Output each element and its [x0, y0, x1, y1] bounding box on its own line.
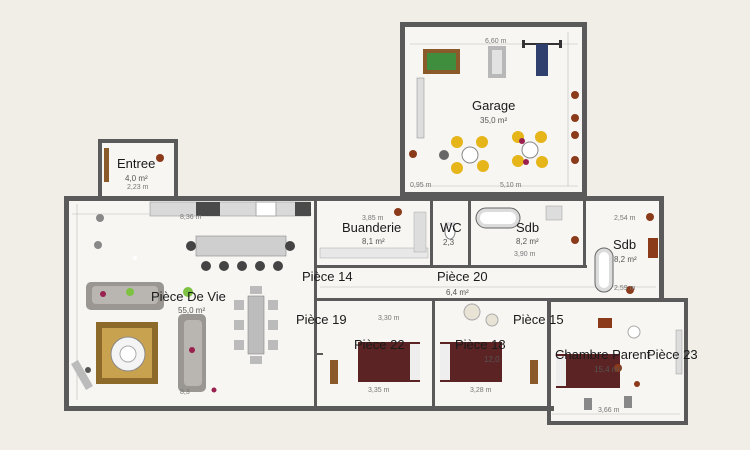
room-name-piece-23: Pièce 23 [647, 347, 698, 362]
room-name-piece-20: Pièce 20 [437, 269, 488, 284]
room-name-chambre-parent: Chambre Parent [555, 347, 651, 362]
room-name-piece-18: Pièce 18 [455, 337, 506, 352]
dim-piece-de-vie-top: 8,36 m [180, 214, 202, 221]
sofa-icon [86, 282, 164, 310]
dim-piece-18: 3,28 m [470, 387, 492, 394]
bed-icon [556, 354, 620, 388]
weight-bench-icon [488, 46, 506, 78]
bed-icon [440, 342, 502, 382]
bathtub-icon [594, 247, 614, 293]
room-name-piece-de-vie: Pièce De Vie [151, 289, 226, 304]
toilet-icon [444, 222, 456, 240]
room-area-piece-20: 6,4 m² [446, 288, 469, 297]
room-name-garage: Garage [472, 98, 515, 113]
room-area-garage: 35,0 m² [480, 116, 507, 125]
dim-garage-top: 6,60 m [485, 38, 507, 45]
room-name-piece-22: Pièce 22 [354, 337, 405, 352]
entree-furniture [104, 148, 164, 182]
room-area-piece-18: 12,0 [484, 355, 500, 364]
dim-entree: 2,23 m [127, 184, 149, 191]
room-name-sdb-1: Sdb [516, 220, 539, 235]
room-area-wc: 2,3 [443, 238, 455, 247]
room-name-piece-15: Pièce 15 [513, 312, 564, 327]
shelf-icon [416, 77, 425, 139]
dining-table-icon [234, 286, 278, 364]
dim-piece-19: 3,30 m [378, 315, 400, 322]
room-area-buanderie: 8,1 m² [362, 237, 385, 246]
dim-piece-22: 3,35 m [368, 387, 390, 394]
room-name-buanderie: Buanderie [342, 220, 401, 235]
dim-garage-bottom-left: 0,95 m [410, 182, 432, 189]
dim-sdb-2-bottom: 2,59 m [614, 285, 636, 292]
garage-furniture [409, 40, 579, 174]
walls [64, 22, 688, 425]
rug-icon [96, 322, 158, 384]
round-table-icon [461, 146, 479, 164]
room-name-entree: Entree [117, 156, 155, 171]
dim-piece-de-vie-bottom: 8,3 [180, 389, 190, 396]
room-name-wc: WC [440, 220, 462, 235]
room-area-chambre-parent: 15,4 m² [594, 365, 621, 374]
dim-sdb-2-top: 2,54 m [614, 215, 636, 222]
room-labels: Entree 4,0 m² 2,23 m Garage 35,0 m² 6,60… [117, 38, 698, 414]
room-area-sdb-1: 8,2 m² [516, 237, 539, 246]
service-furniture [319, 205, 658, 294]
room-name-sdb-2: Sdb [613, 237, 636, 252]
round-table-icon [521, 141, 539, 159]
dim-buanderie-top: 3,85 m [362, 215, 384, 222]
kitchen-counter [149, 201, 311, 217]
bathtub-icon [475, 207, 521, 229]
sofa-icon [178, 314, 206, 392]
dining-table-icon [186, 235, 295, 271]
pool-table-icon [423, 49, 460, 74]
dim-sdb-1: 3,90 m [514, 251, 536, 258]
room-area-piece-de-vie: 55,0 m² [178, 306, 205, 315]
room-area-entree: 4,0 m² [125, 174, 148, 183]
room-area-sdb-2: 8,2 m² [614, 255, 637, 264]
bedroom-furniture [330, 303, 683, 410]
dim-garage-bottom: 5,10 m [500, 182, 522, 189]
room-name-piece-14: Pièce 14 [302, 269, 353, 284]
dim-chambre-parent: 3,66 m [598, 407, 620, 414]
weight-bench-icon [522, 40, 562, 76]
bed-icon [358, 342, 420, 382]
living-furniture [71, 201, 311, 393]
room-name-piece-19: Pièce 19 [296, 312, 347, 327]
